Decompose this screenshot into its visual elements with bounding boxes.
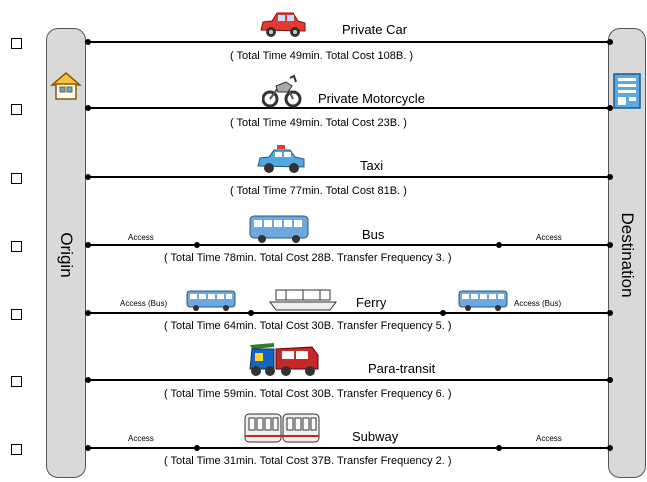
- paratransit-icon: [246, 339, 322, 379]
- summary-ferry: ( Total Time 64min. Total Cost 30B. Tran…: [164, 320, 452, 332]
- motorcycle-icon: [262, 74, 302, 108]
- checkbox-motorcycle[interactable]: [11, 104, 22, 115]
- checkbox-paratransit[interactable]: [11, 376, 22, 387]
- taxi-icon: [255, 144, 307, 176]
- access-left-ferry: Access (Bus): [120, 299, 167, 308]
- bus-icon-ferry-right: [457, 289, 509, 313]
- ferry-icon: [268, 288, 338, 312]
- mode-name-ferry: Ferry: [356, 295, 386, 310]
- subway-icon: [243, 410, 321, 446]
- access-left-bus: Access: [128, 233, 154, 242]
- mode-name-subway: Subway: [352, 429, 398, 444]
- summary-paratransit: ( Total Time 59min. Total Cost 30B. Tran…: [164, 388, 452, 400]
- summary-motorcycle: ( Total Time 49min. Total Cost 23B. ): [230, 117, 407, 129]
- checkbox-car[interactable]: [11, 38, 22, 49]
- access-right-subway: Access: [536, 434, 562, 443]
- mode-name-taxi: Taxi: [360, 158, 383, 173]
- access-left-subway: Access: [128, 434, 154, 443]
- mode-name-bus: Bus: [362, 227, 384, 242]
- summary-bus: ( Total Time 78min. Total Cost 28B. Tran…: [164, 252, 452, 264]
- summary-car: ( Total Time 49min. Total Cost 108B. ): [230, 50, 413, 62]
- access-right-ferry: Access (Bus): [514, 299, 561, 308]
- checkbox-subway[interactable]: [11, 444, 22, 455]
- mode-name-paratransit: Para-transit: [368, 361, 435, 376]
- checkbox-taxi[interactable]: [11, 173, 22, 184]
- mode-name-car: Private Car: [342, 22, 407, 37]
- summary-taxi: ( Total Time 77min. Total Cost 81B. ): [230, 185, 407, 197]
- mode-name-motorcycle: Private Motorcycle: [318, 91, 425, 106]
- bus-icon-ferry-left: [185, 289, 237, 313]
- car-icon: [258, 10, 308, 40]
- checkbox-bus[interactable]: [11, 241, 22, 252]
- checkbox-ferry[interactable]: [11, 309, 22, 320]
- access-right-bus: Access: [536, 233, 562, 242]
- summary-subway: ( Total Time 31min. Total Cost 37B. Tran…: [164, 455, 452, 467]
- bus-icon: [248, 213, 310, 245]
